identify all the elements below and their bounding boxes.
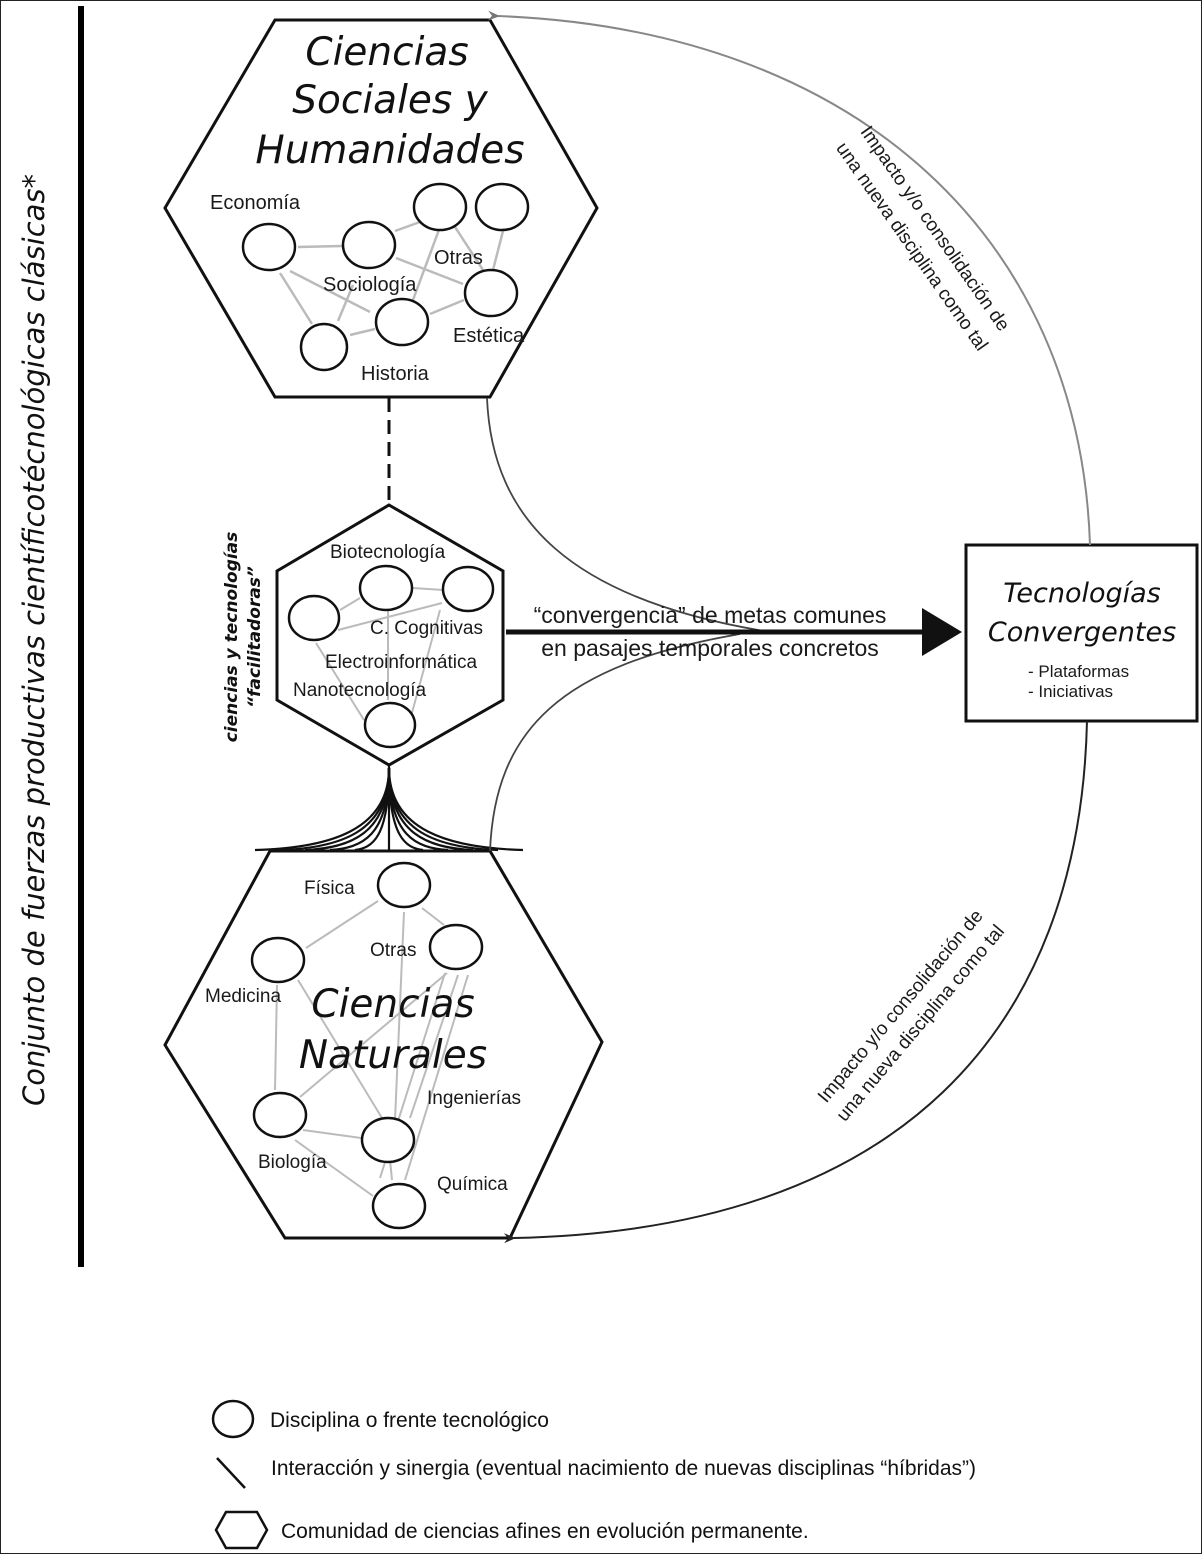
discipline-nodes — [250, 861, 484, 1230]
social-title-line-2: Sociales y — [292, 78, 488, 123]
node-c-cognitivas[interactable] — [441, 565, 495, 613]
node-ingenierias[interactable] — [360, 1116, 416, 1164]
legend-label-discipline: Disciplina o frente tecnológico — [270, 1409, 549, 1432]
hexagon-facilitators: Biotecnología C. Cognitivas Electroinfor… — [222, 503, 505, 767]
circle-icon — [211, 1399, 255, 1439]
target-title-line-2: Convergentes — [988, 617, 1176, 648]
social-title-line-3: Humanidades — [255, 128, 524, 173]
impact-arc-upper — [487, 10, 1091, 546]
label-quimica: Química — [437, 1174, 508, 1195]
label-estetica: Estética — [453, 325, 525, 347]
target-title-line-1: Tecnologías — [1003, 578, 1161, 609]
node-medicina[interactable] — [250, 936, 306, 984]
natural-title-line-2: Naturales — [299, 1033, 487, 1078]
arc-natural-to-arrow — [489, 633, 741, 852]
node-electroinformatica[interactable] — [287, 594, 341, 642]
target-item-iniciativas: - Iniciativas — [1028, 682, 1113, 701]
label-medicina: Medicina — [205, 986, 281, 1007]
interaction-lines — [278, 220, 505, 337]
node-nanotecnologia[interactable] — [363, 701, 417, 749]
legend-item-discipline: Disciplina o frente tecnológico — [211, 1399, 549, 1439]
node-otras-1[interactable] — [412, 182, 468, 232]
label-nanotecnologia: Nanotecnología — [293, 680, 427, 701]
discipline-nodes — [241, 182, 530, 372]
label-electroinformatica: Electroinformática — [325, 652, 477, 673]
natural-title-line-1: Ciencias — [311, 982, 474, 1027]
label-economia: Economía — [210, 192, 301, 214]
label-otras: Otras — [370, 940, 416, 961]
arrowhead-icon — [922, 608, 962, 656]
line-icon — [216, 1457, 246, 1489]
node-fisica[interactable] — [376, 861, 432, 909]
facilitators-side-label-2: “facilitadoras” — [245, 566, 265, 708]
label-c-cognitivas: C. Cognitivas — [370, 618, 483, 639]
side-label: Conjunto de fuerzas productivas científi… — [17, 174, 51, 1106]
impact-upper-line-2: una nueva disciplina como tal — [831, 139, 991, 355]
hexagon-natural-sciences: Ciencias Naturales Física Otras Medicina… — [163, 849, 604, 1240]
label-biologia: Biología — [258, 1152, 327, 1173]
node-otras[interactable] — [428, 923, 484, 971]
impact-lower-line-2: una nueva disciplina como tal — [833, 921, 1009, 1125]
label-ingenierias: Ingenierías — [427, 1088, 521, 1109]
legend: Disciplina o frente tecnológico Interacc… — [211, 1399, 976, 1550]
impact-upper-line-1: Impacto y/o consolidación de — [856, 122, 1014, 335]
legend-label-community: Comunidad de ciencias afines en evolució… — [281, 1520, 809, 1543]
node-historia-a[interactable] — [374, 297, 430, 347]
node-historia-b[interactable] — [299, 322, 349, 372]
node-otras-2[interactable] — [474, 182, 530, 232]
fan-connectors — [254, 765, 524, 852]
node-biotecnologia[interactable] — [358, 564, 414, 612]
discipline-nodes — [287, 564, 495, 749]
label-fisica: Física — [304, 878, 355, 899]
interaction-lines — [315, 587, 444, 721]
node-estetica[interactable] — [463, 268, 519, 318]
node-economia[interactable] — [241, 222, 297, 272]
target-box-outline — [964, 543, 1199, 723]
impact-lower-line-1: Impacto y/o consolidación de — [814, 906, 988, 1107]
legend-item-interaction: Interacción y sinergia (eventual nacimie… — [216, 1457, 976, 1489]
node-quimica[interactable] — [371, 1182, 427, 1230]
impact-arc-lower — [503, 720, 1088, 1244]
convergence-arrow: “convergencia” de metas comunes en pasaj… — [506, 602, 962, 661]
legend-label-interaction: Interacción y sinergia (eventual nacimie… — [271, 1457, 976, 1480]
label-historia: Historia — [361, 363, 430, 385]
label-biotecnologia: Biotecnología — [330, 542, 446, 563]
facilitators-side-label-1: ciencias y tecnologías — [222, 532, 242, 743]
arc-social-to-arrow — [486, 397, 771, 633]
label-sociologia: Sociología — [323, 274, 417, 296]
legend-item-community: Comunidad de ciencias afines en evolució… — [214, 1510, 809, 1550]
hexagon-social-sciences: Ciencias Sociales y Humanidades Economía… — [163, 18, 599, 399]
node-sociologia[interactable] — [341, 220, 397, 270]
label-otras: Otras — [434, 247, 483, 269]
convergence-text-2: en pasajes temporales concretos — [541, 635, 879, 661]
hexagon-icon — [214, 1510, 269, 1550]
target-box-convergent-technologies: Tecnologías Convergentes - Plataformas -… — [964, 543, 1199, 723]
social-title-line-1: Ciencias — [305, 30, 468, 75]
convergence-text-1: “convergencia” de metas comunes — [534, 602, 887, 628]
node-biologia[interactable] — [252, 1091, 308, 1139]
target-item-plataformas: - Plataformas — [1028, 662, 1129, 681]
